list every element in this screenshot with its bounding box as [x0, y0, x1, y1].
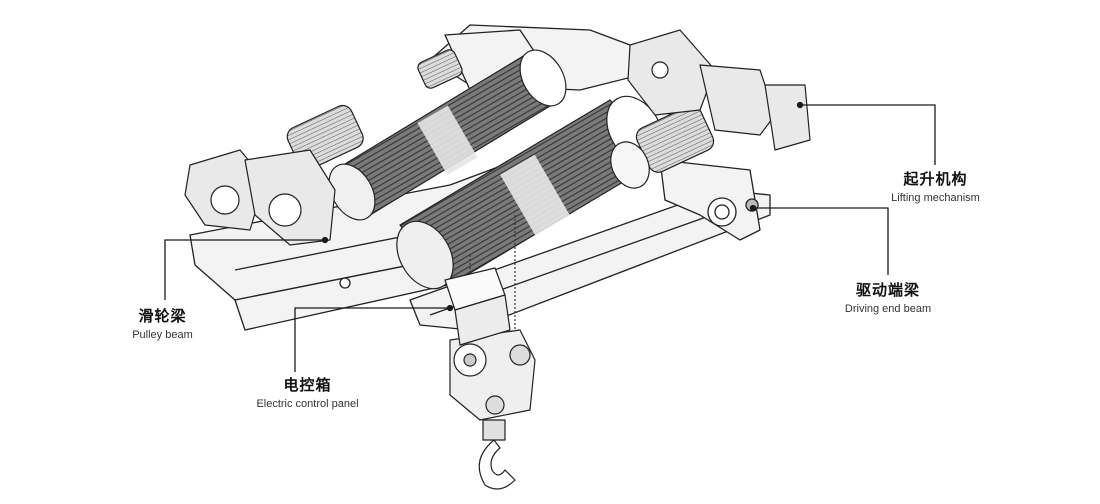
callout-control-zh: 电控箱: [283, 376, 332, 394]
hook-block: [449, 215, 536, 490]
callout-lifting-zh: 起升机构: [903, 170, 968, 188]
callout-lifting-mechanism: 起升机构 Lifting mechanism: [868, 168, 1003, 204]
callout-driving-en: Driving end beam: [844, 303, 932, 315]
gearboxes: [184, 29, 811, 246]
leader-lines: [164, 101, 936, 372]
leader-control: [294, 307, 450, 372]
callout-pulley-zh: 滑轮梁: [138, 307, 187, 325]
callout-electric-control-panel: 电控箱 Electric control panel: [235, 374, 380, 410]
electric-control-box: [444, 267, 511, 346]
callout-pulley-beam: 滑轮梁 Pulley beam: [110, 305, 215, 341]
leader-driving: [753, 207, 889, 275]
callout-driving-zh: 驱动端梁: [855, 281, 920, 299]
leader-lifting: [800, 104, 936, 165]
leader-pulley: [164, 239, 325, 300]
callout-control-en: Electric control panel: [256, 398, 359, 410]
wheel-hubs: [339, 197, 759, 289]
rear-rope-drum: [328, 49, 567, 221]
callout-driving-end-beam: 驱动端梁 Driving end beam: [828, 279, 948, 315]
callout-pulley-en: Pulley beam: [132, 329, 193, 341]
callout-lifting-en: Lifting mechanism: [891, 192, 980, 204]
